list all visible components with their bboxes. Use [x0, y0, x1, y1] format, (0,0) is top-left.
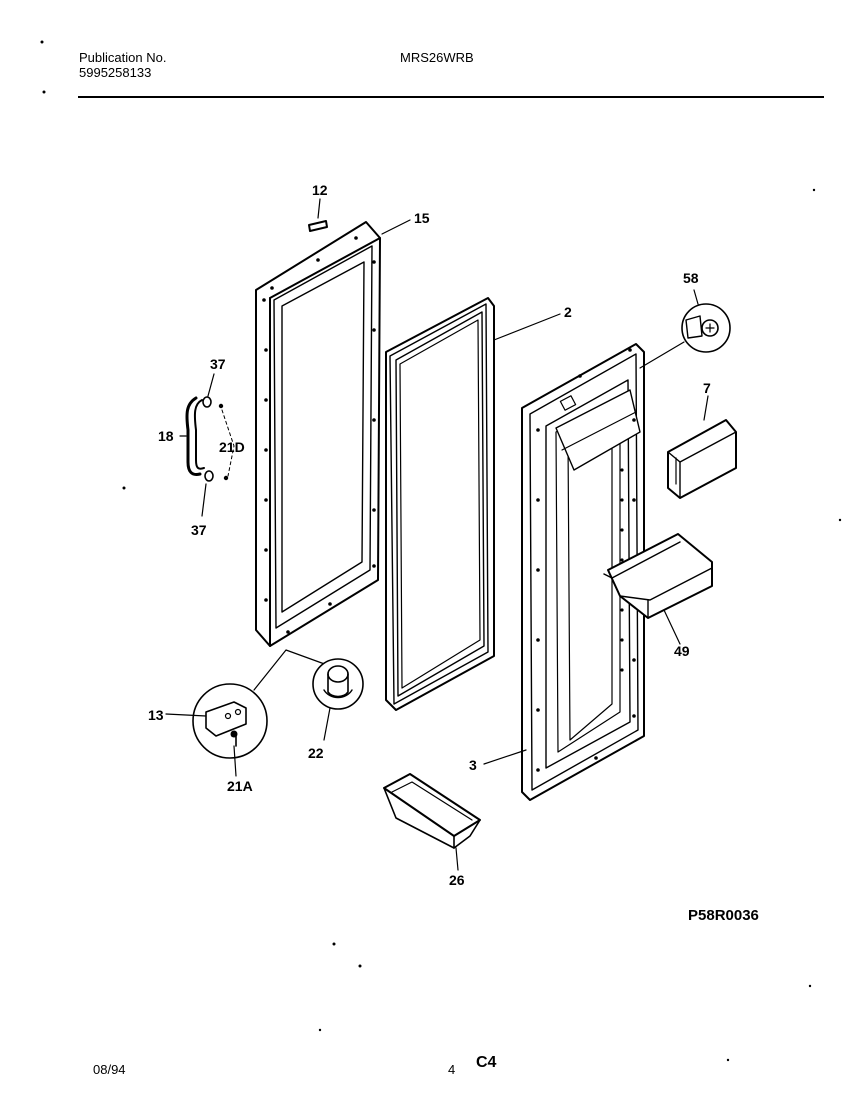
model-number: MRS26WRB	[400, 50, 474, 65]
part-18-handle	[179, 373, 235, 517]
scan-specks	[40, 40, 842, 1062]
footer-section: C4	[476, 1054, 497, 1071]
callout-21a: 21A	[227, 778, 253, 794]
drawing-code: P58R0036	[688, 907, 759, 924]
callout-2: 2	[564, 304, 572, 320]
part-58-screw	[681, 289, 731, 353]
header-divider	[78, 96, 824, 98]
publication-number: 5995258133	[79, 65, 152, 80]
footer-date: 08/94	[93, 1062, 126, 1077]
callout-3: 3	[469, 757, 477, 773]
part-13-hinge	[165, 649, 331, 777]
callout-58: 58	[683, 270, 699, 286]
part-22-bushing	[312, 658, 364, 741]
part-49-door-bin	[603, 533, 713, 645]
part-7-dairy-door	[667, 395, 737, 499]
callout-37-bottom: 37	[191, 522, 207, 538]
callout-49: 49	[674, 643, 690, 659]
callout-13: 13	[148, 707, 164, 723]
callout-37-top: 37	[210, 356, 226, 372]
part-26-tray	[383, 773, 481, 871]
callout-15: 15	[414, 210, 430, 226]
footer-page: 4	[448, 1062, 456, 1077]
part-3-door-liner	[483, 341, 685, 801]
callout-18: 18	[158, 428, 174, 444]
publication-label: Publication No.	[79, 50, 167, 65]
callout-21d: 21D	[219, 439, 245, 455]
callout-7: 7	[703, 380, 711, 396]
callout-12: 12	[312, 182, 328, 198]
callout-22: 22	[308, 745, 324, 761]
part-2-gasket	[385, 297, 561, 711]
callout-26: 26	[449, 872, 465, 888]
part-15-door-panel	[255, 219, 411, 647]
part-12-label	[308, 198, 328, 232]
